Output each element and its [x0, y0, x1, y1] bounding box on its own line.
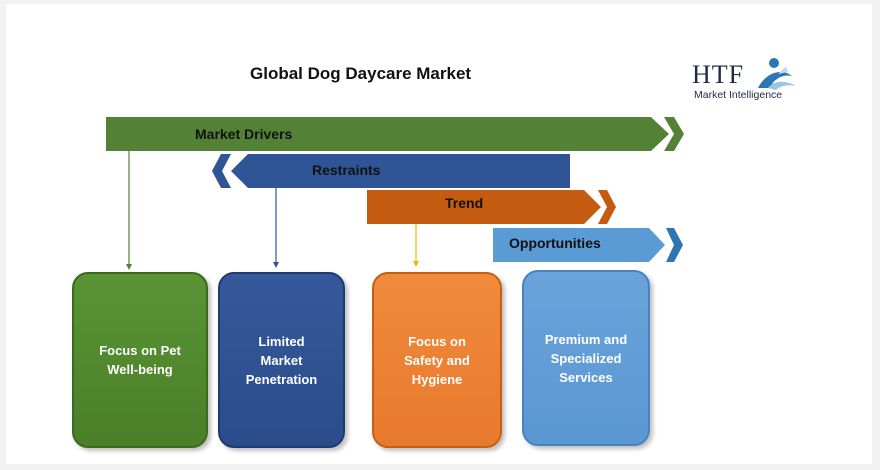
- pet-wellbeing-text: Focus on Pet Well-being: [99, 343, 181, 377]
- market-penetration-text: Limited Market Penetration: [245, 333, 318, 387]
- diagram-canvas: Global Dog Daycare Market HTF Market Int…: [6, 4, 872, 464]
- htf-logo: HTF Market Intelligence: [686, 54, 806, 106]
- restraints-banner: [231, 154, 570, 188]
- logo-swoosh-icon: [758, 58, 796, 90]
- opportunities-chevron-icon: [666, 228, 683, 262]
- opportunities-banner: [493, 228, 665, 262]
- trend-banner: [367, 190, 601, 224]
- trend-label: Trend: [445, 195, 484, 211]
- premium-services-text: Premium and Specialized Services: [544, 331, 628, 385]
- logo-main-text: HTF: [692, 60, 745, 89]
- safety-hygiene-text: Focus on Safety and Hygiene: [404, 333, 470, 387]
- banner-arrows: [106, 117, 684, 270]
- opportunities-label: Opportunities: [509, 235, 601, 251]
- market-drivers-chevron-icon: [664, 117, 684, 151]
- restraints-label: Restraints: [312, 162, 381, 178]
- trend-connector-arrowhead: [413, 261, 419, 267]
- premium-services-box: Premium and Specialized Services: [522, 270, 650, 446]
- market-drivers-banner: [106, 117, 669, 151]
- restraints-chevron-icon: [212, 154, 231, 188]
- trend-chevron-icon: [598, 190, 616, 224]
- restraints-connector-arrowhead: [273, 262, 279, 268]
- drivers-connector-arrowhead: [126, 264, 132, 270]
- logo-sub-text: Market Intelligence: [694, 89, 783, 101]
- pet-wellbeing-box: Focus on Pet Well-being: [72, 272, 208, 448]
- market-drivers-label: Market Drivers: [195, 126, 293, 142]
- market-penetration-box: Limited Market Penetration: [218, 272, 345, 448]
- safety-hygiene-box: Focus on Safety and Hygiene: [372, 272, 502, 448]
- diagram-title: Global Dog Daycare Market: [250, 64, 472, 83]
